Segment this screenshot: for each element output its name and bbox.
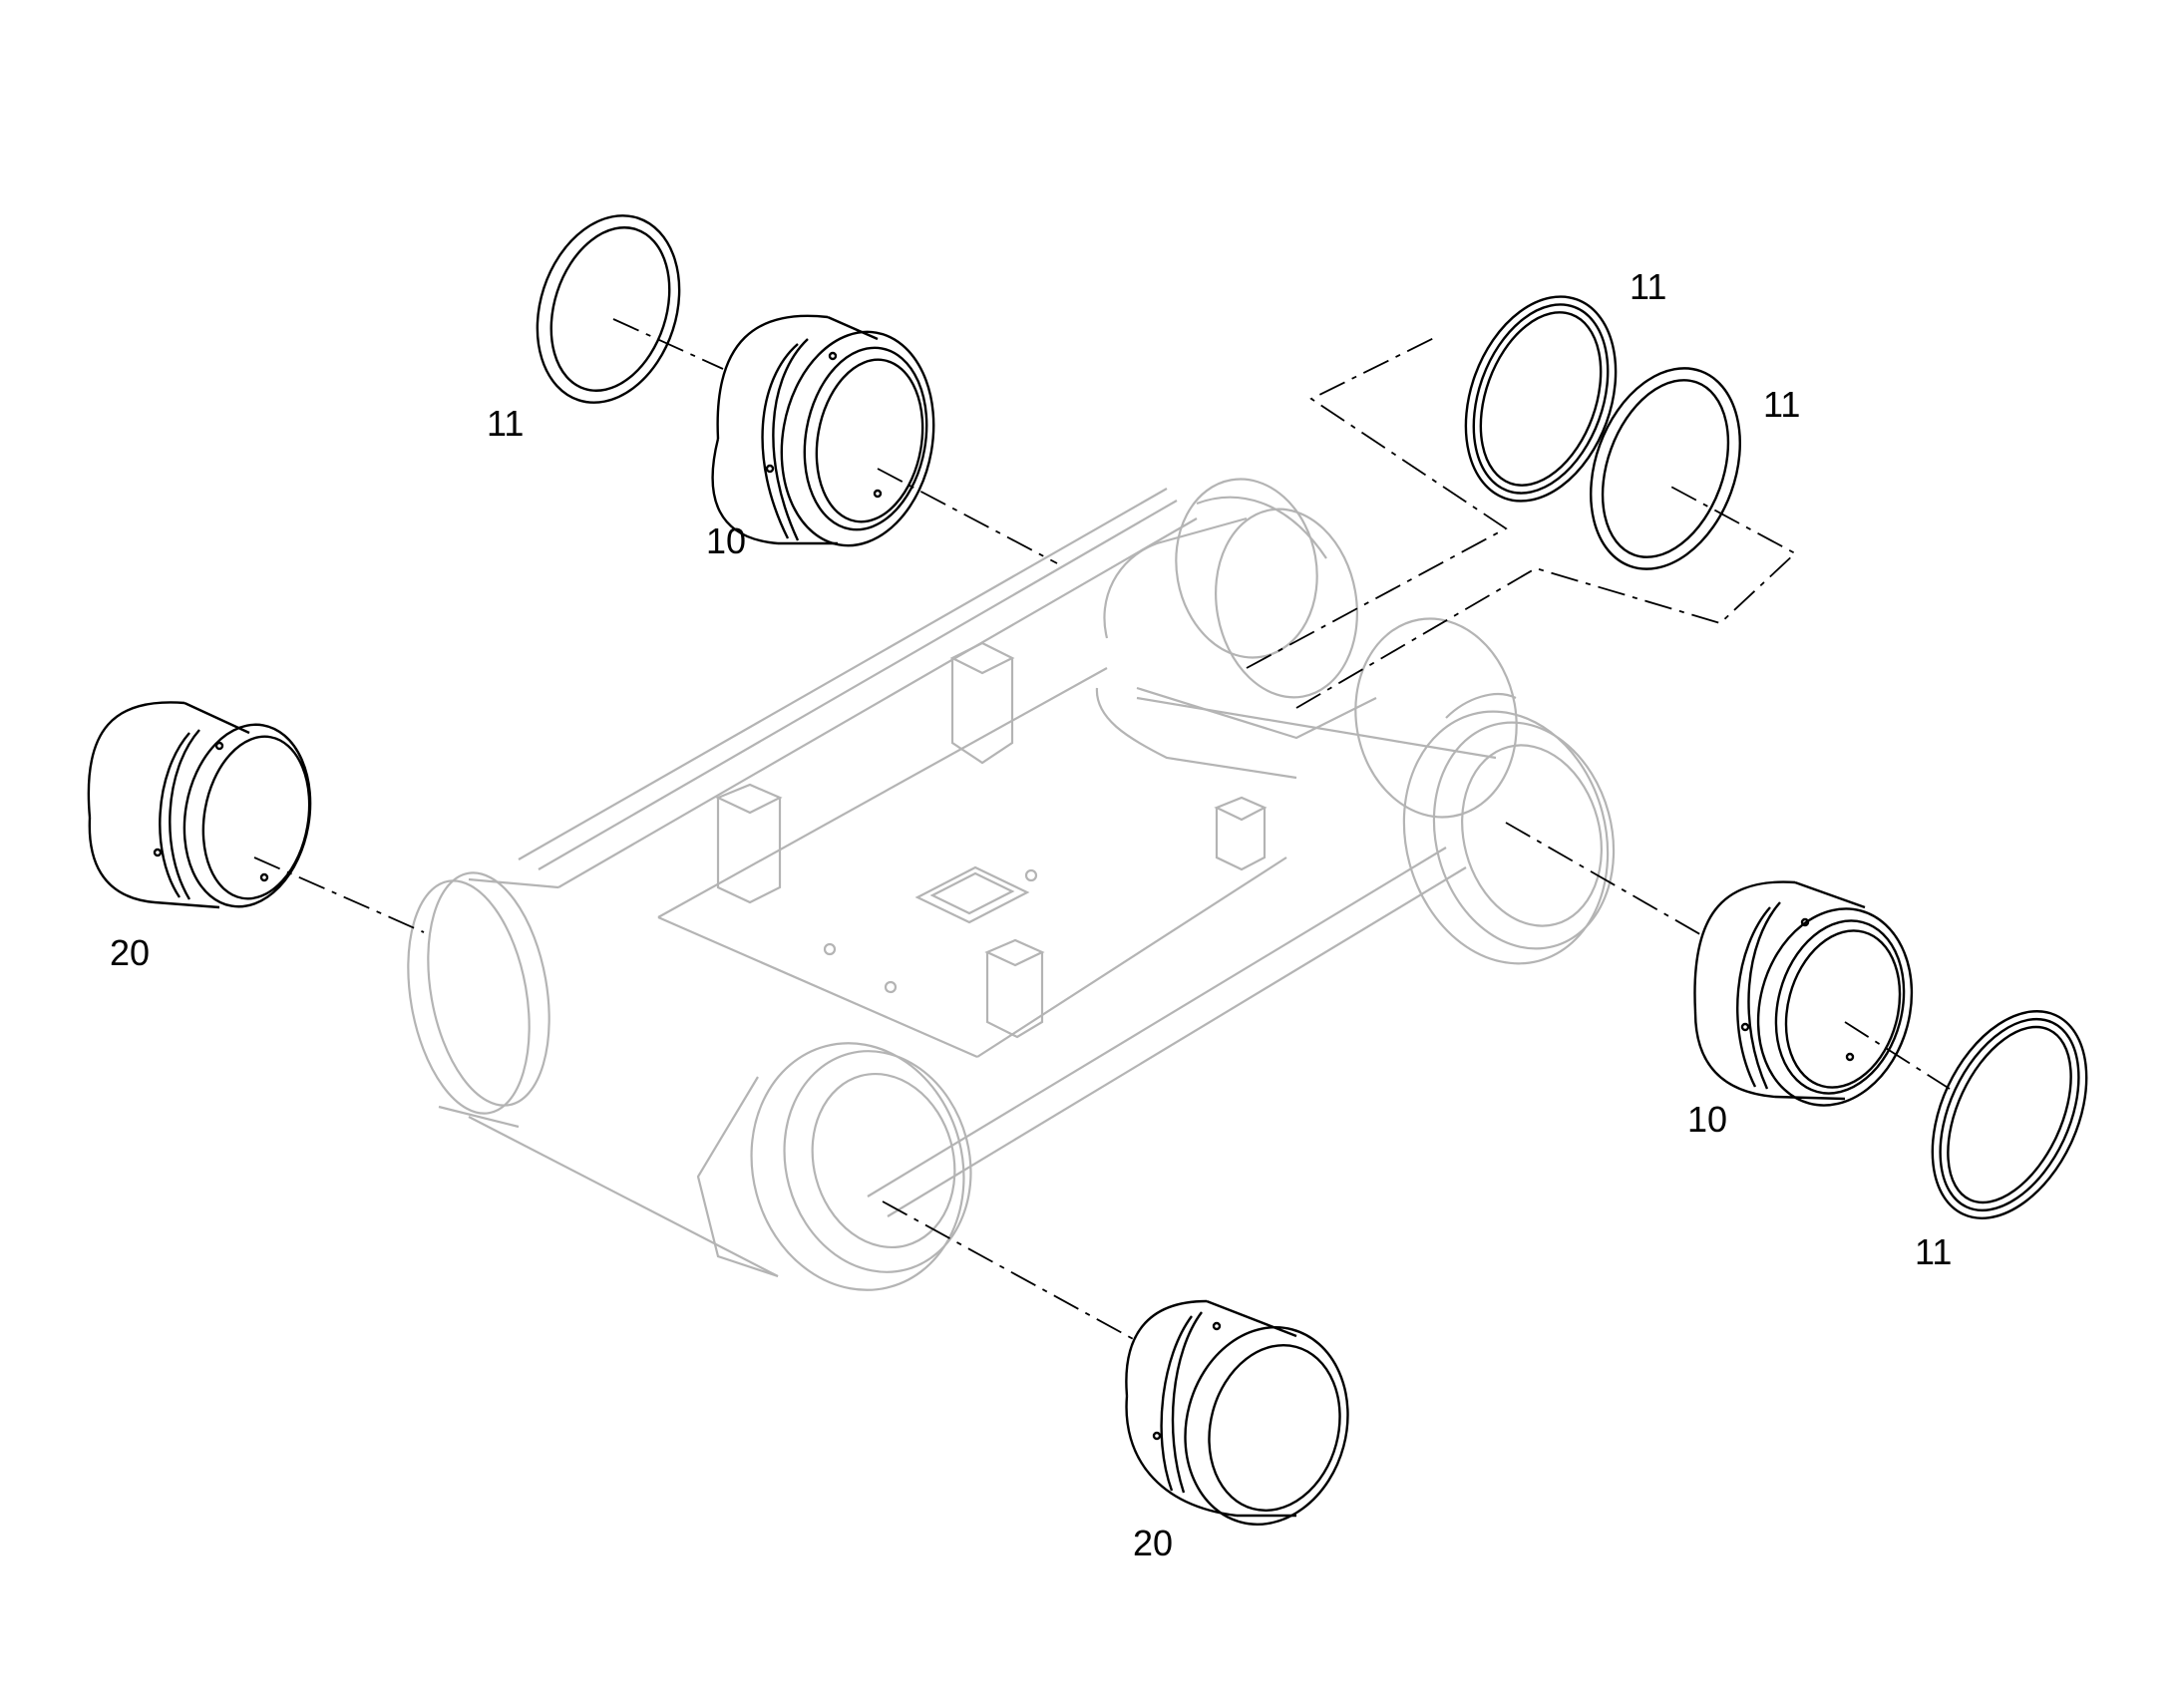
label-ring-top-left: 11 (487, 403, 524, 444)
ring-top-left (536, 214, 681, 404)
label-ring-top-right-a: 11 (1630, 266, 1666, 307)
ring-top-right-b (1590, 367, 1741, 570)
bushing-right (1693, 880, 1914, 1107)
bushing-left (87, 701, 312, 909)
bushing-bottom (1125, 1299, 1349, 1526)
ring-bottom-right (1931, 1010, 2088, 1219)
label-ring-bottom-right: 11 (1915, 1231, 1952, 1272)
part-labels: 11 10 11 11 20 10 11 20 (110, 266, 1952, 1563)
leader-lines (253, 318, 1951, 1342)
frame-housing (407, 478, 1616, 1291)
ring-top-right-a (1464, 295, 1618, 503)
label-bushing-left: 20 (110, 932, 150, 973)
label-bushing-top-left: 10 (706, 520, 746, 561)
label-ring-top-right-b: 11 (1763, 384, 1800, 425)
label-bushing-bottom: 20 (1133, 1523, 1173, 1563)
label-bushing-right: 10 (1687, 1099, 1727, 1140)
bushing-top-left (711, 314, 935, 547)
